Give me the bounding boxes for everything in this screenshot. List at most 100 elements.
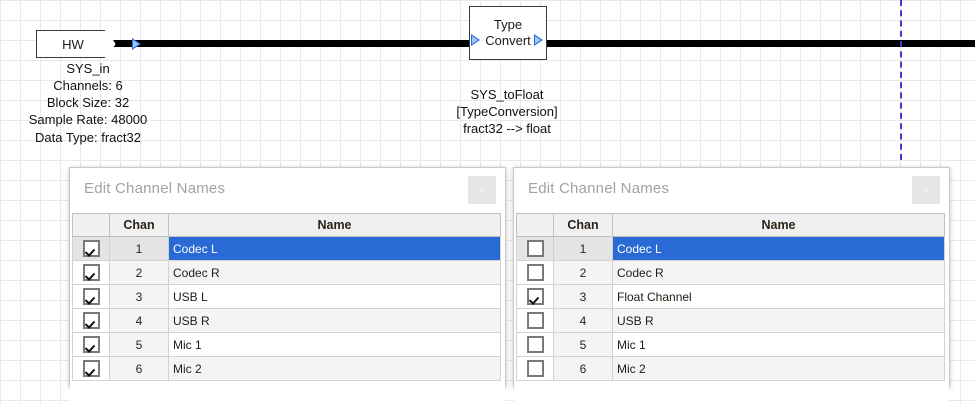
checkbox-unchecked-icon[interactable] bbox=[526, 240, 544, 257]
row-enable-cell[interactable] bbox=[72, 356, 110, 381]
row-chan-number: 3 bbox=[553, 284, 613, 309]
row-channel-name[interactable]: USB L bbox=[168, 284, 501, 309]
wire-typeconvert-output bbox=[543, 40, 975, 47]
output-port-fill-icon bbox=[133, 40, 139, 48]
row-enable-cell[interactable] bbox=[72, 236, 110, 261]
checkbox-checked-icon[interactable] bbox=[526, 288, 544, 305]
checkbox-checked-icon[interactable] bbox=[82, 288, 100, 305]
row-channel-name[interactable]: Mic 1 bbox=[612, 332, 945, 357]
row-channel-name[interactable]: Mic 2 bbox=[612, 356, 945, 381]
row-channel-name[interactable]: Mic 1 bbox=[168, 332, 501, 357]
close-icon[interactable]: × bbox=[468, 176, 496, 204]
table-header-row: Chan Name bbox=[516, 213, 945, 237]
row-chan-number: 6 bbox=[109, 356, 169, 381]
row-channel-name[interactable]: Codec L bbox=[168, 236, 501, 261]
checkbox-unchecked-icon[interactable] bbox=[526, 264, 544, 281]
output-port-fill-icon bbox=[535, 36, 541, 44]
dialog-title-bar[interactable]: Edit Channel Names × bbox=[514, 168, 949, 213]
input-port-fill-icon bbox=[472, 36, 478, 44]
caption-line: Channels: 6 bbox=[53, 78, 123, 94]
row-channel-name[interactable]: Codec L bbox=[612, 236, 945, 261]
row-channel-name[interactable]: USB R bbox=[612, 308, 945, 333]
row-chan-number: 4 bbox=[553, 308, 613, 333]
row-chan-number: 6 bbox=[553, 356, 613, 381]
caption-line: Sample Rate: 48000 bbox=[28, 112, 148, 128]
block-hw-source[interactable]: HW bbox=[36, 30, 141, 58]
row-enable-cell[interactable] bbox=[516, 284, 554, 309]
row-channel-name[interactable]: USB R bbox=[168, 308, 501, 333]
caption-line: SYS_toFloat bbox=[470, 87, 544, 102]
row-chan-number: 2 bbox=[553, 260, 613, 285]
row-enable-cell[interactable] bbox=[516, 308, 554, 333]
block-hw-caption: SYS_in Channels: 6 Block Size: 32 Sample… bbox=[0, 60, 188, 146]
column-header-chan[interactable]: Chan bbox=[553, 213, 613, 237]
alignment-guide-line bbox=[900, 0, 902, 160]
row-chan-number: 1 bbox=[109, 236, 169, 261]
checkbox-unchecked-icon[interactable] bbox=[526, 312, 544, 329]
row-enable-cell[interactable] bbox=[72, 308, 110, 333]
table-header-row: Chan Name bbox=[72, 213, 501, 237]
dialog-footer bbox=[514, 381, 949, 405]
caption-line: Block Size: 32 bbox=[46, 95, 130, 111]
checkbox-checked-icon[interactable] bbox=[82, 312, 100, 329]
column-header-name[interactable]: Name bbox=[168, 213, 501, 237]
block-type-convert-caption: SYS_toFloat [TypeConversion] fract32 -->… bbox=[407, 86, 607, 137]
block-type-convert[interactable]: Type Convert bbox=[469, 6, 547, 60]
row-channel-name[interactable]: Codec R bbox=[612, 260, 945, 285]
row-enable-cell[interactable] bbox=[72, 332, 110, 357]
row-channel-name[interactable]: Mic 2 bbox=[168, 356, 501, 381]
checkbox-checked-icon[interactable] bbox=[82, 336, 100, 353]
checkbox-checked-icon[interactable] bbox=[82, 240, 100, 257]
checkbox-unchecked-icon[interactable] bbox=[526, 336, 544, 353]
row-enable-cell[interactable] bbox=[72, 260, 110, 285]
row-enable-cell[interactable] bbox=[516, 260, 554, 285]
block-type-convert-label-line1: Type bbox=[493, 16, 523, 32]
column-header-enabled[interactable] bbox=[516, 213, 554, 237]
column-header-enabled[interactable] bbox=[72, 213, 110, 237]
row-enable-cell[interactable] bbox=[72, 284, 110, 309]
close-icon[interactable]: × bbox=[912, 176, 940, 204]
dialog-footer bbox=[70, 381, 505, 405]
row-enable-cell[interactable] bbox=[516, 236, 554, 261]
checkbox-unchecked-icon[interactable] bbox=[526, 360, 544, 377]
caption-line: [TypeConversion] bbox=[456, 104, 558, 120]
checkbox-checked-icon[interactable] bbox=[82, 360, 100, 377]
dialog-title-bar[interactable]: Edit Channel Names × bbox=[70, 168, 505, 213]
checkbox-checked-icon[interactable] bbox=[82, 264, 100, 281]
dialog-title: Edit Channel Names bbox=[84, 180, 226, 197]
dialog-title: Edit Channel Names bbox=[528, 180, 670, 197]
row-channel-name[interactable]: Float Channel bbox=[612, 284, 945, 309]
caption-line: fract32 --> float bbox=[463, 121, 551, 137]
column-header-chan[interactable]: Chan bbox=[109, 213, 169, 237]
row-enable-cell[interactable] bbox=[516, 332, 554, 357]
caption-line: SYS_in bbox=[66, 61, 110, 76]
row-chan-number: 5 bbox=[553, 332, 613, 357]
row-channel-name[interactable]: Codec R bbox=[168, 260, 501, 285]
wire-hw-to-typeconvert bbox=[113, 40, 471, 47]
row-enable-cell[interactable] bbox=[516, 356, 554, 381]
column-header-name[interactable]: Name bbox=[612, 213, 945, 237]
block-hw-shape bbox=[36, 30, 116, 58]
row-chan-number: 2 bbox=[109, 260, 169, 285]
